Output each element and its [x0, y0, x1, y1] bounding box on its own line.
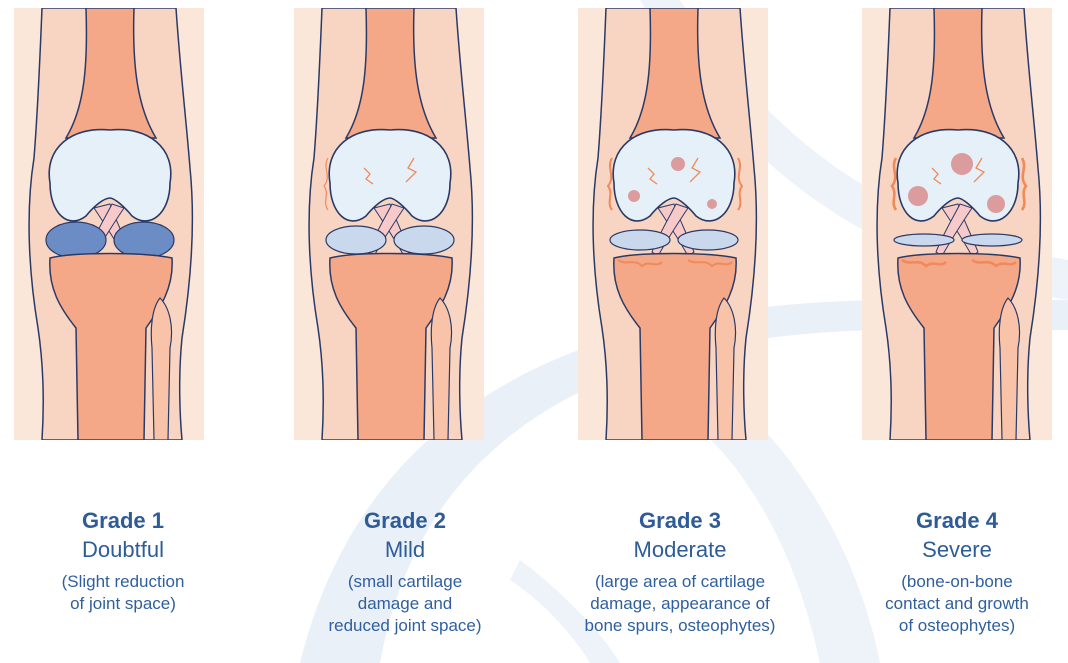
meniscus-left	[894, 234, 954, 246]
grade-3-severity: Moderate	[565, 535, 795, 565]
knee-panel-grade-1	[14, 8, 204, 440]
fibula	[715, 298, 735, 440]
grade-2-caption: Grade 2 Mild (small cartilage damage and…	[290, 507, 520, 637]
grade-4-description-line: of osteophytes)	[842, 615, 1068, 637]
meniscus-right	[394, 226, 454, 254]
grade-4-description-line: contact and growth	[842, 593, 1068, 615]
grade-2-title: Grade 2	[290, 507, 520, 535]
knee-grade-3-icon	[578, 8, 768, 440]
grade-4-title: Grade 4	[842, 507, 1068, 535]
meniscus-left	[46, 222, 106, 258]
grade-1-description-line: (Slight reduction	[8, 571, 238, 593]
meniscus-right	[114, 222, 174, 258]
grade-2-description-line: reduced joint space)	[290, 615, 520, 637]
knee-grade-2-icon	[294, 8, 484, 440]
grade-3-description-line: bone spurs, osteophytes)	[565, 615, 795, 637]
grade-2-description-line: (small cartilage	[290, 571, 520, 593]
grade-3-title: Grade 3	[565, 507, 795, 535]
fibula	[999, 298, 1019, 440]
cartilage-lesion	[628, 190, 640, 202]
grade-2-description: (small cartilage damage and reduced join…	[290, 571, 520, 637]
grade-3-description-line: damage, appearance of	[565, 593, 795, 615]
knee-grade-4-icon	[862, 8, 1052, 440]
grade-4-caption: Grade 4 Severe (bone-on-bone contact and…	[842, 507, 1068, 637]
cartilage-lesion	[987, 195, 1005, 213]
cartilage-lesion	[671, 157, 685, 171]
grade-1-severity: Doubtful	[8, 535, 238, 565]
meniscus-left	[610, 230, 670, 250]
cartilage-lesion	[908, 186, 928, 206]
meniscus-right	[678, 230, 738, 250]
grade-2-description-line: damage and	[290, 593, 520, 615]
grade-4-severity: Severe	[842, 535, 1068, 565]
grade-1-title: Grade 1	[8, 507, 238, 535]
grade-4-description: (bone-on-bone contact and growth of oste…	[842, 571, 1068, 637]
knee-panel-grade-3	[578, 8, 768, 440]
cartilage-lesion	[951, 153, 973, 175]
grade-4-description-line: (bone-on-bone	[842, 571, 1068, 593]
knee-panel-grade-4	[862, 8, 1052, 440]
grade-3-caption: Grade 3 Moderate (large area of cartilag…	[565, 507, 795, 637]
meniscus-right	[962, 234, 1022, 246]
fibula	[151, 298, 171, 440]
grade-1-caption: Grade 1 Doubtful (Slight reduction of jo…	[8, 507, 238, 615]
grade-3-description-line: (large area of cartilage	[565, 571, 795, 593]
knee-grade-1-icon	[14, 8, 204, 440]
grade-3-description: (large area of cartilage damage, appeara…	[565, 571, 795, 637]
grade-1-description: (Slight reduction of joint space)	[8, 571, 238, 615]
grade-1-description-line: of joint space)	[8, 593, 238, 615]
meniscus-left	[326, 226, 386, 254]
grade-2-severity: Mild	[290, 535, 520, 565]
cartilage-lesion	[707, 199, 717, 209]
fibula	[431, 298, 451, 440]
knee-panel-grade-2	[294, 8, 484, 440]
